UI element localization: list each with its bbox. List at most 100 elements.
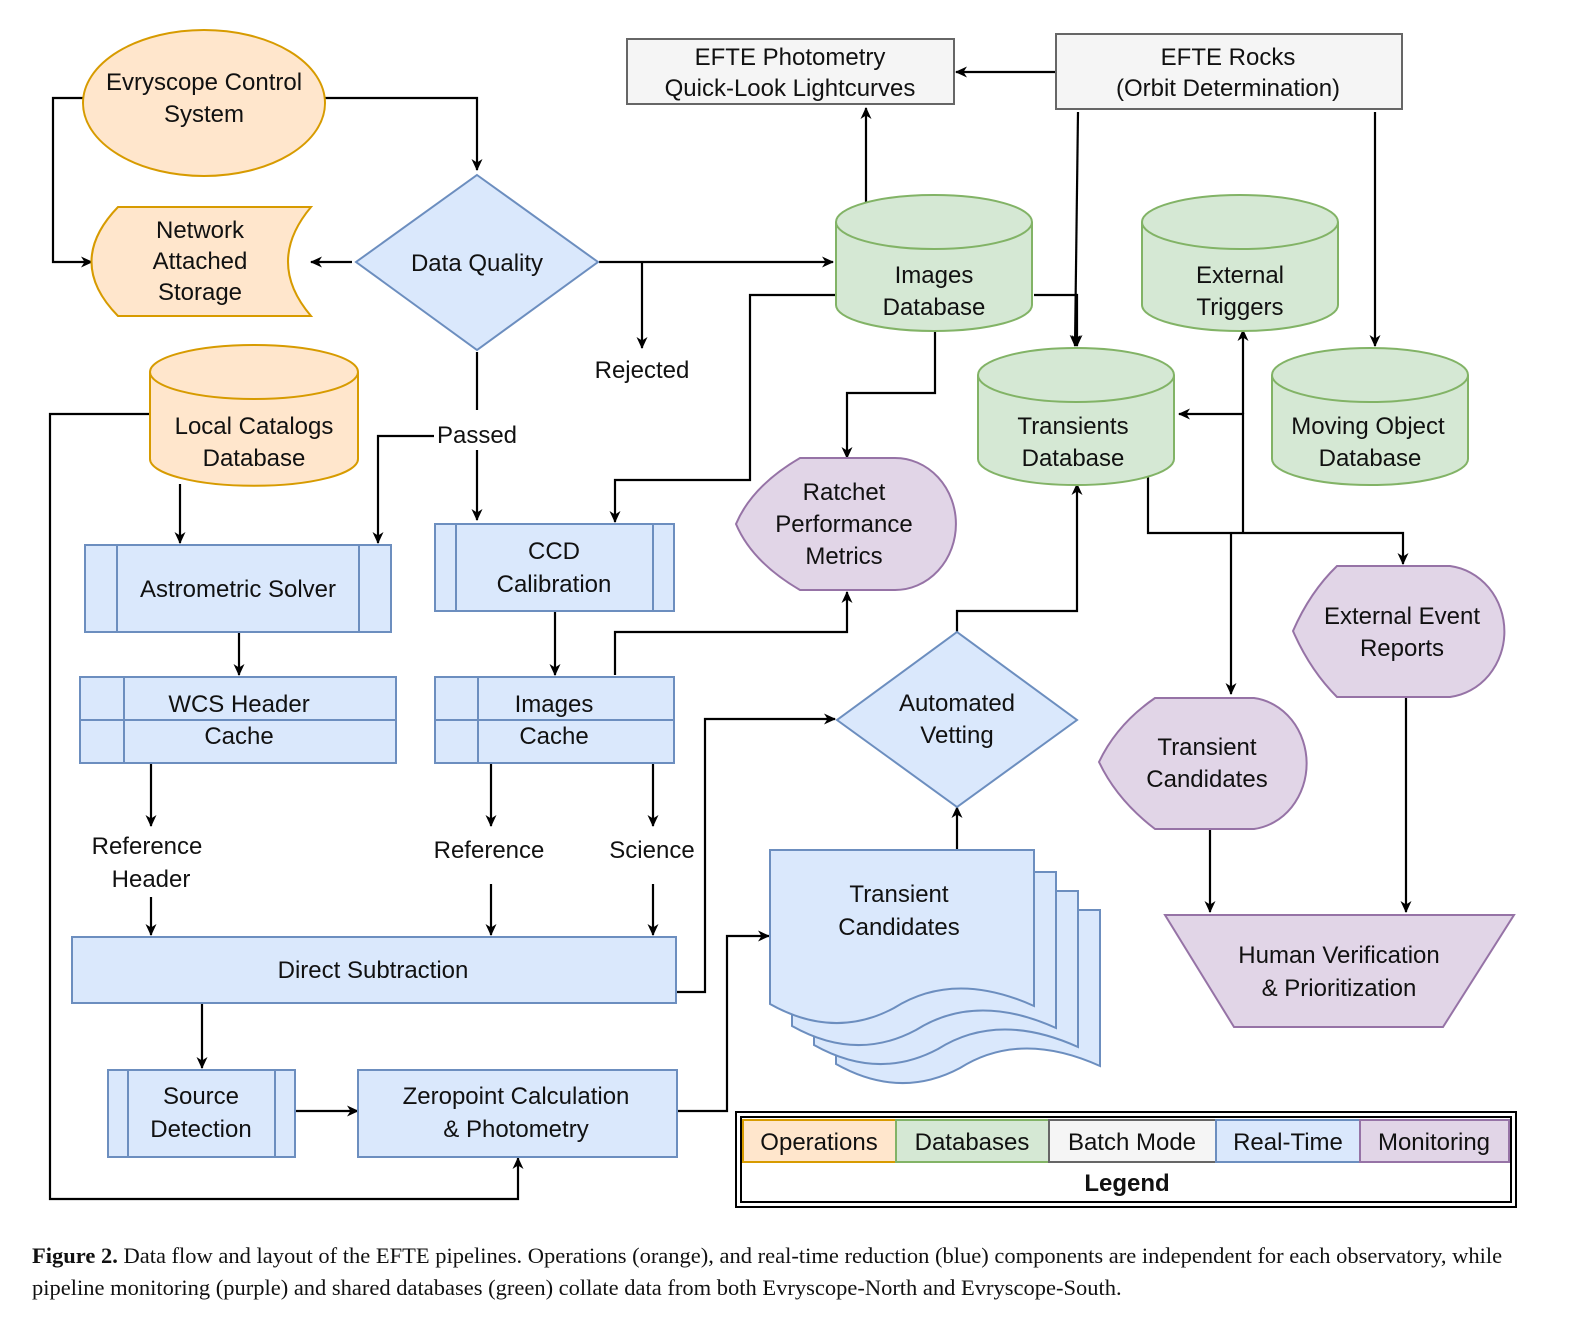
ccd-calibration-label-1: CCD: [528, 538, 580, 565]
external-event-reports: External Event Reports: [1291, 565, 1506, 698]
edge-catalogs-to-zeropoint: [48, 412, 524, 1201]
evryscope-control-label-2: System: [164, 101, 244, 128]
legend: Operations Databases Batch Mode Real-Tim…: [735, 1111, 1517, 1208]
local-catalogs-label-1: Local Catalogs: [175, 413, 334, 440]
edge-zeropoint-to-candidates: [678, 930, 770, 1113]
reference-header-label-2: Header: [112, 866, 191, 893]
efte-photometry-box: EFTE Photometry Quick-Look Lightcurves: [626, 38, 955, 105]
transient-candidates-monitor: Transient Candidates: [1097, 697, 1308, 830]
photometry-label-1: EFTE Photometry: [695, 44, 886, 71]
astrometric-solver-label: Astrometric Solver: [140, 576, 336, 603]
edge-control-to-quality: [318, 96, 483, 171]
caption-text: Data flow and layout of the EFTE pipelin…: [32, 1243, 1503, 1300]
wcs-cache-label-2: Cache: [204, 723, 273, 750]
science-label: Science: [609, 837, 694, 864]
transient-candidates-document-stack: Transient Candidates: [769, 849, 1101, 1084]
edge-imgcache-to-ratchet: [613, 591, 853, 675]
images-cache-label-2: Cache: [519, 723, 588, 750]
direct-subtraction-label: Direct Subtraction: [278, 957, 469, 984]
direct-subtraction-process: Direct Subtraction: [71, 936, 677, 1004]
edge-transients-db-to-reports: [1146, 470, 1409, 565]
source-detection-process: Source Detection: [107, 1069, 296, 1158]
network-attached-storage: Network Attached Storage: [90, 206, 314, 317]
reference-header-label-1: Reference: [92, 833, 203, 860]
images-database: Images Database: [835, 194, 1033, 332]
edge-subtraction-to-vetting: [677, 713, 836, 994]
candidates-monitor-label-1: Transient: [1157, 734, 1256, 761]
source-detection-label-2: Detection: [150, 1116, 251, 1143]
rejected-label: Rejected: [595, 357, 690, 384]
ccd-calibration-process: CCD Calibration: [434, 523, 675, 612]
external-triggers-database: External Triggers: [1141, 194, 1339, 332]
ratchet-performance-metrics: Ratchet Performance Metrics: [734, 457, 957, 591]
local-catalogs-label-2: Database: [203, 445, 306, 472]
edge-control-to-storage: [51, 96, 93, 268]
legend-swatch-monitoring: [1359, 1119, 1510, 1163]
zeropoint-photometry-process: Zeropoint Calculation & Photometry: [357, 1069, 678, 1158]
rocks-label-2: (Orbit Determination): [1116, 75, 1340, 102]
legend-item-monitoring: Monitoring: [1378, 1129, 1490, 1156]
caption-label: Figure 2.: [32, 1243, 118, 1268]
transients-db-label-1: Transients: [1017, 413, 1128, 440]
vetting-label-2: Vetting: [920, 722, 993, 749]
edge-passed-to-astrometric: [372, 434, 434, 544]
human-verification: Human Verification & Prioritization: [1163, 914, 1516, 1028]
edge-junction-to-transients-db: [1178, 408, 1245, 533]
images-cache: Images Cache: [434, 676, 675, 764]
zeropoint-label-2: & Photometry: [443, 1116, 588, 1143]
human-verification-label-2: & Prioritization: [1262, 975, 1417, 1002]
evryscope-control-system: Evryscope Control System: [82, 29, 326, 177]
edge-vetting-to-transients-db: [955, 483, 1083, 632]
legend-item-operations: Operations: [760, 1129, 877, 1156]
photometry-label-2: Quick-Look Lightcurves: [665, 75, 916, 102]
figure-caption: Figure 2. Data flow and layout of the EF…: [32, 1240, 1572, 1304]
candidates-stack-label-2: Candidates: [838, 914, 959, 941]
reference-label: Reference: [434, 837, 545, 864]
transients-database: Transients Database: [977, 347, 1175, 486]
candidates-monitor-label-2: Candidates: [1146, 766, 1267, 793]
evryscope-control-label-1: Evryscope Control: [106, 69, 302, 96]
zeropoint-label-1: Zeropoint Calculation: [403, 1083, 630, 1110]
wcs-header-cache: WCS Header Cache: [79, 676, 397, 764]
triggers-label-2: Triggers: [1196, 294, 1283, 321]
efte-pipeline-diagram: Evryscope Control System Network Attache…: [48, 29, 1517, 1208]
legend-swatch-realtime: [1215, 1119, 1361, 1163]
legend-title: Legend: [1084, 1170, 1169, 1197]
human-verification-label-1: Human Verification: [1238, 942, 1439, 969]
storage-label-1: Network: [156, 217, 245, 244]
legend-item-realtime: Real-Time: [1233, 1129, 1343, 1156]
wcs-cache-label-1: WCS Header: [168, 691, 309, 718]
legend-swatch-batch: [1048, 1119, 1217, 1163]
edge-images-db-to-transients-db: [1034, 293, 1083, 347]
data-quality-decision: Data Quality: [354, 173, 600, 352]
rocks-label-1: EFTE Rocks: [1161, 44, 1296, 71]
images-db-label-2: Database: [883, 294, 986, 321]
triggers-label-1: External: [1196, 262, 1284, 289]
storage-label-3: Storage: [158, 279, 242, 306]
legend-swatch-operations: [742, 1119, 897, 1163]
legend-item-databases: Databases: [915, 1129, 1030, 1156]
ratchet-label-1: Ratchet: [803, 479, 886, 506]
data-quality-label: Data Quality: [411, 250, 543, 277]
transients-db-label-2: Database: [1022, 445, 1125, 472]
source-detection-label-1: Source: [163, 1083, 239, 1110]
ratchet-label-3: Metrics: [805, 543, 882, 570]
ccd-calibration-label-2: Calibration: [497, 571, 612, 598]
moving-object-database: Moving Object Database: [1271, 347, 1469, 486]
moving-db-label-1: Moving Object: [1291, 413, 1445, 440]
reports-label-1: External Event: [1324, 603, 1480, 630]
efte-rocks-box: EFTE Rocks (Orbit Determination): [1055, 33, 1403, 110]
edges: [48, 66, 1412, 1201]
edge-images-db-to-ratchet: [841, 325, 937, 459]
reports-label-2: Reports: [1360, 635, 1444, 662]
ratchet-label-2: Performance: [775, 511, 912, 538]
images-cache-label-1: Images: [515, 691, 594, 718]
candidates-stack-label-1: Transient: [849, 881, 948, 908]
images-db-label-1: Images: [895, 262, 974, 289]
storage-label-2: Attached: [153, 248, 248, 275]
edge-rocks-to-transients-db: [1069, 111, 1081, 347]
passed-label: Passed: [437, 422, 517, 449]
automated-vetting-decision: Automated Vetting: [835, 630, 1079, 809]
local-catalogs-database: Local Catalogs Database: [149, 344, 359, 487]
legend-item-batch: Batch Mode: [1068, 1129, 1196, 1156]
